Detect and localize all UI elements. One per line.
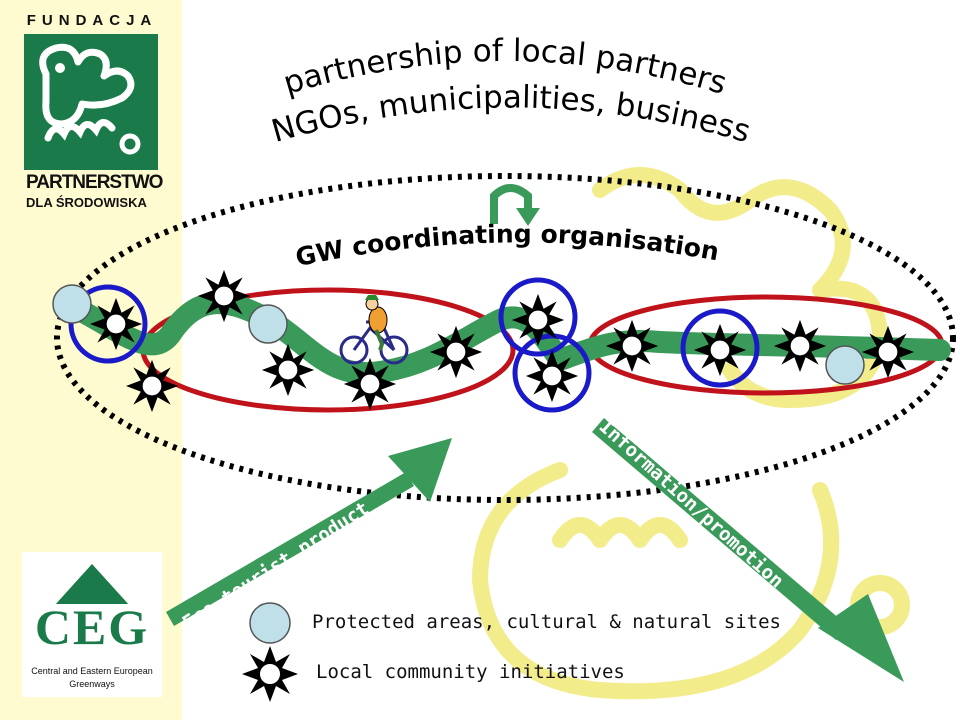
legend-protected-site-symbol — [249, 602, 291, 644]
focus-ring-1 — [68, 284, 148, 364]
information-promotion-arrow: Information/promotion — [592, 415, 904, 682]
background-emblem-watermark — [472, 167, 910, 700]
foundation-name-line2: DLA ŚRODOWISKA — [26, 195, 147, 210]
information-promotion-label: Information/promotion — [595, 415, 788, 592]
protected-site-1 — [52, 284, 92, 324]
initiative-star-9 — [604, 318, 660, 374]
coordination-boundary-ellipse — [54, 173, 956, 503]
focus-ring-4 — [680, 308, 760, 388]
greenways-logo: CEG Central and Eastern European Greenwa… — [22, 552, 162, 697]
greenways-caption-line1: Central and Eastern European — [31, 666, 153, 676]
initiative-star-3 — [196, 268, 252, 324]
initiative-star-1 — [88, 296, 144, 352]
greenways-caption-line2: Greenways — [69, 679, 115, 689]
foundation-emblem-icon — [24, 34, 158, 170]
initiative-star-7 — [510, 292, 566, 348]
foundation-name-line1: PARTNERSTWO — [26, 172, 163, 193]
legend-protected-areas-label: Protected areas, cultural & natural site… — [312, 611, 781, 633]
legend-initiative-star-icon — [241, 645, 299, 703]
initiative-star-5 — [342, 356, 398, 412]
greenways-tree-icon: CEG — [35, 564, 149, 655]
foundation-logo: FUNDACJA PARTNERSTWO DLA ŚRODOWISKA — [22, 12, 163, 212]
initiative-star-10 — [692, 322, 748, 378]
greenways-letters: CEG — [35, 599, 149, 655]
initiative-star-11 — [772, 318, 828, 374]
legend-local-initiatives-label: Local community initiatives — [316, 661, 625, 683]
protected-site-3 — [825, 345, 865, 385]
focus-ring-2 — [498, 277, 578, 357]
left-sidebar: FUNDACJA PARTNERSTWO DLA ŚRODOWISKA CEG … — [0, 0, 182, 720]
foundation-brand-text: FUNDACJA — [26, 12, 158, 29]
initiative-star-4 — [260, 342, 316, 398]
initiative-star-6 — [428, 324, 484, 380]
coordinator-label: GW coordinating organisation — [293, 219, 721, 272]
curved-arrow-icon — [490, 184, 540, 226]
initiative-star-8 — [524, 348, 580, 404]
protected-site-2 — [248, 304, 288, 344]
cyclist-icon — [339, 295, 409, 365]
eco-tourist-arrow: Eco-tourist product — [166, 438, 452, 634]
initiative-star-12 — [860, 324, 916, 380]
initiative-star-2 — [124, 358, 180, 414]
